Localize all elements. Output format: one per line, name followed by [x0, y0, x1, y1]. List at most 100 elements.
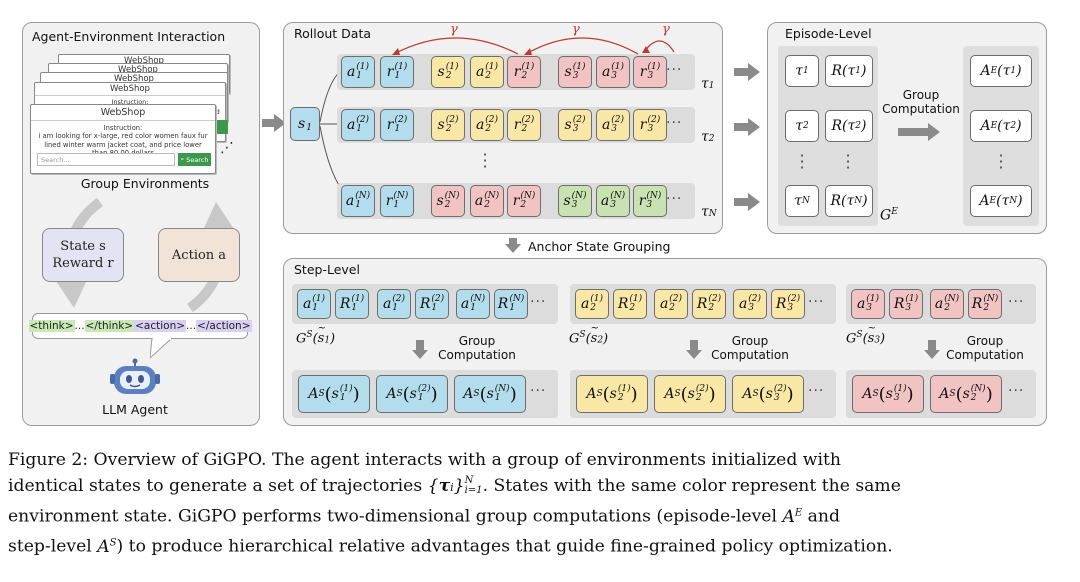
- webshop-search-button[interactable]: ⌕Search: [178, 153, 211, 166]
- step-g1-a-N: a(N)1: [456, 289, 490, 319]
- rollout-token-row1-s2: s(1)2: [431, 56, 465, 88]
- rollout-token-row1-a2: a(1)2: [470, 56, 504, 88]
- step-g2-R2-1: R(1)2: [613, 289, 647, 319]
- tau-1-label: τ1: [701, 76, 715, 92]
- webshop-more-dots: ⋰: [220, 140, 235, 156]
- rollout-to-episode-arrow-2: [734, 118, 760, 136]
- rollout-token-row1-a3: a(1)3: [596, 56, 630, 88]
- stepadv2-more-dots: ···: [808, 383, 825, 399]
- step-g1-R-N: R(N)1: [494, 289, 528, 319]
- step-g3-R3-1: R(1)3: [889, 289, 923, 319]
- rollout-token-row1-s3: s(1)3: [558, 56, 592, 88]
- step-g1-a-1: a(1)1: [297, 289, 331, 319]
- step-g3-R2-N: R(N)2: [968, 289, 1002, 319]
- step-level-title: Step-Level: [294, 262, 360, 277]
- rollout-token-row2-a3: a(2)3: [596, 109, 630, 141]
- caption-line-2: identical states to generate a set of tr…: [8, 475, 901, 496]
- search-icon: ⌕: [180, 155, 185, 163]
- rollout-token-row1-r1: r(1)1: [380, 56, 414, 88]
- tau-n-label: τN: [701, 204, 717, 220]
- webshop-search-input[interactable]: Search...: [37, 153, 175, 166]
- step-g2-a2-2: a(2)2: [654, 289, 688, 319]
- episode-group-arrow: [898, 123, 940, 141]
- rollout-token-row2-a2: a(2)2: [470, 109, 504, 141]
- tau-2-label: τ2: [701, 129, 715, 145]
- rowN-more-dots: ···: [666, 191, 683, 207]
- gamma-label-2: γ: [572, 22, 580, 37]
- rollout-token-row1-a1: a(1)1: [341, 56, 375, 88]
- rollout-token-row3-s3: s(N)3: [558, 185, 592, 217]
- episode-level-title: Episode-Level: [785, 26, 872, 41]
- row1-more-dots: ···: [666, 62, 683, 78]
- rollout-token-row3-a1: a(N)1: [341, 185, 375, 217]
- anchor-state-grouping-label: Anchor State Grouping: [528, 239, 671, 254]
- llm-agent-label: LLM Agent: [102, 402, 168, 417]
- episode-tau-vdots: ···: [799, 146, 805, 177]
- rollout-token-row1-r2: r(1)2: [507, 56, 541, 88]
- rollout-to-episode-arrow-1: [734, 63, 760, 81]
- caption-line-3: environment state. GiGPO performs two-di…: [8, 506, 840, 527]
- anchor-grouping-arrow: [505, 238, 521, 253]
- think-close-tag: </think>: [84, 320, 135, 332]
- episode-adv-vdots: ···: [998, 146, 1004, 177]
- agent-environment-title: Agent-Environment Interaction: [32, 29, 226, 44]
- step-g2-a3-2: a(2)3: [733, 289, 767, 319]
- step-group-label-1: GS(s~1): [296, 323, 336, 347]
- figure-caption: Figure 2: Overview of GiGPO. The agent i…: [8, 448, 1074, 560]
- step-g2-R2-2: R(2)2: [692, 289, 726, 319]
- caption-line-4: step-level AS) to produce hierarchical r…: [8, 536, 893, 557]
- step-group3-down-arrow: [924, 340, 940, 359]
- discount-gamma-arrows: [392, 37, 675, 55]
- rollout-token-row2-r3: r(2)3: [633, 109, 667, 141]
- think-open-tag: <think>: [28, 320, 75, 332]
- step3-more-dots: ···: [1008, 294, 1025, 310]
- rollout-token-row2-r2: r(2)2: [507, 109, 541, 141]
- rollout-token-row1-r3: r(1)3: [633, 56, 667, 88]
- rollout-token-row2-s2: s(2)2: [431, 109, 465, 141]
- step-g2-a2-1: a(1)2: [575, 289, 609, 319]
- rollout-token-row2-r1: r(2)1: [380, 109, 414, 141]
- step-g1-R-2: R(2)1: [415, 289, 449, 319]
- stepadv1-more-dots: ···: [530, 383, 547, 399]
- rollout-token-row2-a1: a(2)1: [341, 109, 375, 141]
- webshop-side-tab: [216, 120, 228, 134]
- rollout-token-row3-s2: s(N)2: [431, 185, 465, 217]
- bubble-tail: [150, 338, 173, 359]
- rollout-token-row3-r3: r(N)3: [633, 185, 667, 217]
- llm-output-bubble: <think> ... </think> <action> ... </acti…: [28, 313, 252, 339]
- step-group1-down-arrow: [412, 340, 428, 359]
- step-group-label-3: GS(s~3): [846, 323, 886, 347]
- rollout-data-title: Rollout Data: [294, 26, 372, 41]
- rollout-token-row3-r1: r(N)1: [380, 185, 414, 217]
- episode-group-label: GE: [880, 207, 898, 224]
- step-g1-R-1: R(1)1: [335, 289, 369, 319]
- step-group2-down-arrow: [686, 340, 702, 359]
- step1-more-dots: ···: [530, 294, 547, 310]
- group-environments-label: Group Environments: [80, 176, 210, 191]
- rows-vertical-dots: ···: [482, 145, 488, 176]
- gamma-label-1: γ: [450, 22, 458, 37]
- webshop-page-front: WebShop Instruction: i am looking for x-…: [30, 104, 216, 174]
- step-g1-a-2: a(2)1: [377, 289, 411, 319]
- episode-return-vdots: ···: [845, 146, 851, 177]
- action-open-tag: <action>: [134, 320, 187, 332]
